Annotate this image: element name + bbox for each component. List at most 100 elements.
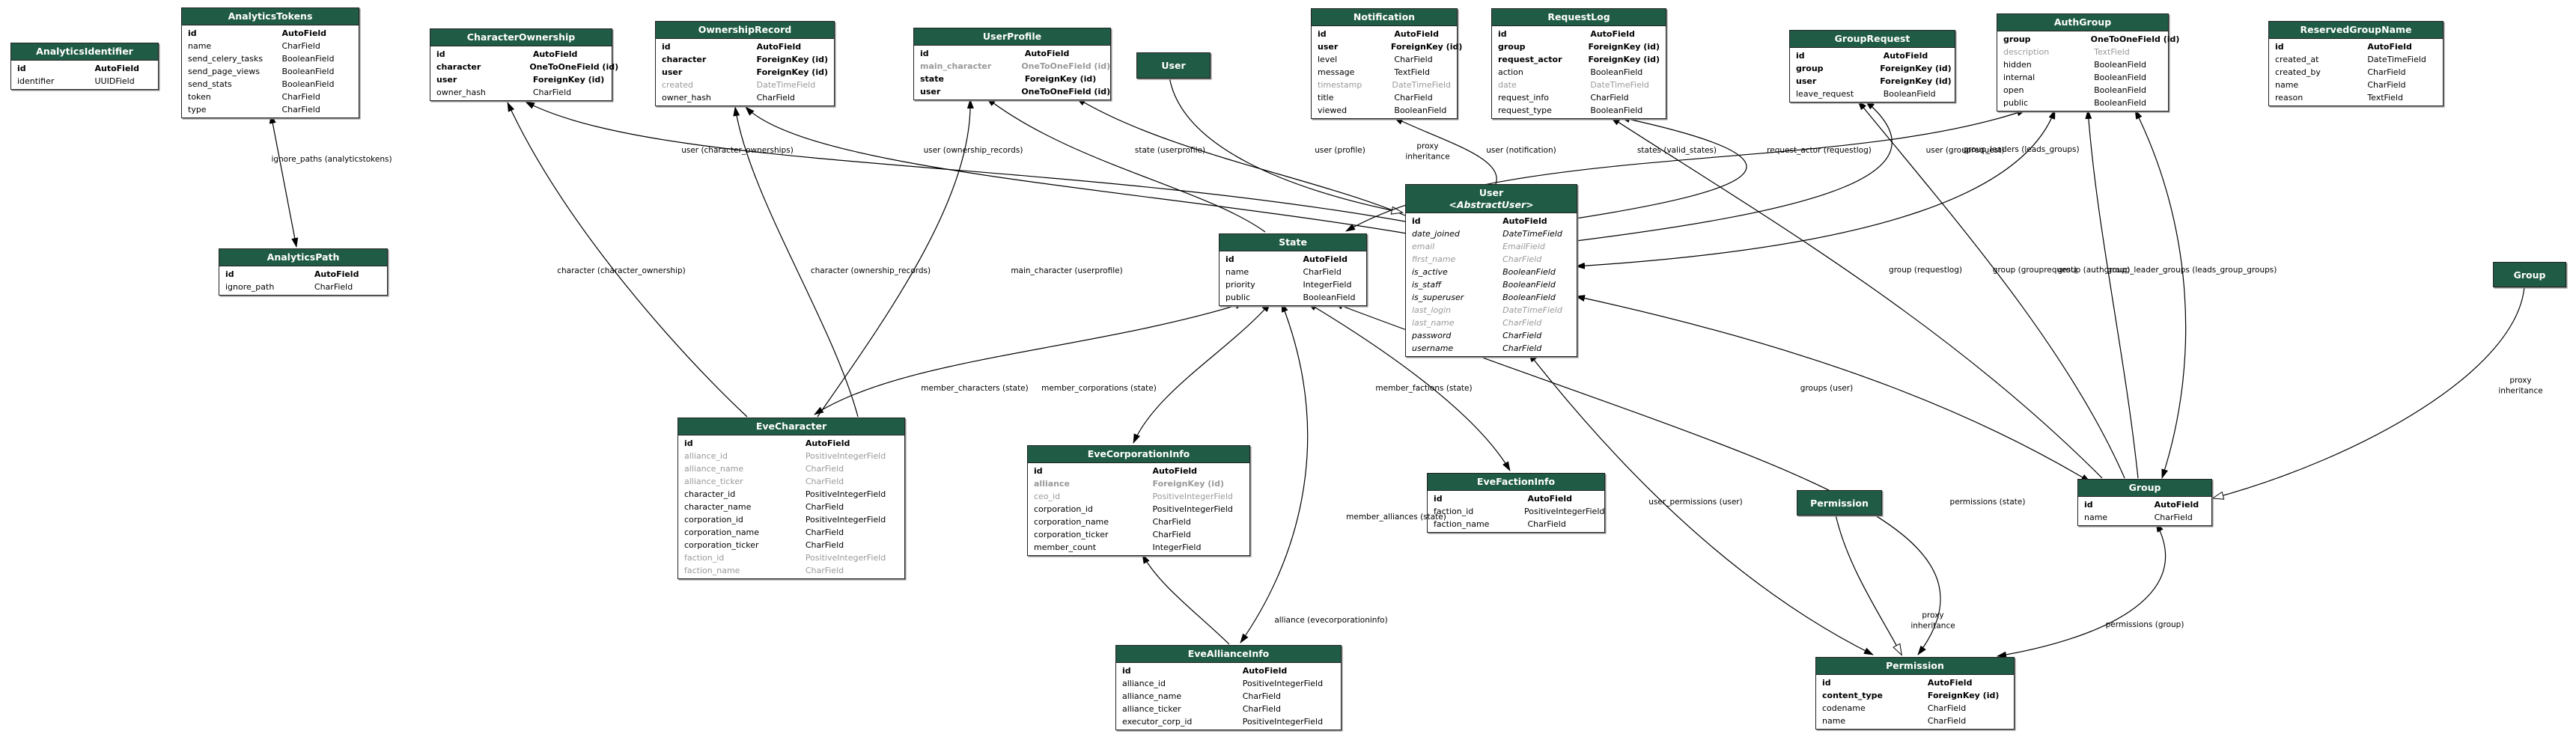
field-type: CharField [1502,331,1542,341]
table-name: Permission [1886,660,1944,671]
field-name: id [1434,493,1443,504]
field-name: priority [1225,279,1255,290]
field-type: CharField [756,92,795,103]
field-type: BooleanField [1883,88,1936,99]
field-type: BooleanField [2094,97,2147,108]
field-name: corporation_name [684,527,760,537]
edge-label: ignore_paths (analyticstokens) [271,155,392,165]
field-name: name [188,40,212,51]
proxy-model-group-proxy: Group [2493,262,2566,287]
field-name: username [1412,343,1454,354]
table-name: AnalyticsPath [267,251,340,263]
field-name: is_superuser [1412,293,1464,303]
relation-edge [814,302,1245,415]
relation-edge [1333,302,1941,655]
field-name: open [2003,85,2024,95]
field-type: ForeignKey (id) [1880,76,1952,86]
proxy-model-name: User [1161,60,1186,71]
table-name: EveFactionInfo [1476,476,1556,487]
edge-label: character (character_ownership) [557,266,686,276]
field-type: CharField [532,87,572,97]
field-name: user [436,74,457,85]
field-row-date: date DateTimeField [1492,79,1666,91]
table-title-evecharacter: EveCharacter [678,418,904,435]
field-type: CharField [805,565,844,575]
field-type: AutoField [2154,499,2199,510]
field-type: CharField [1394,54,1433,64]
table-name: ReservedGroupName [2300,24,2412,35]
edge-label: group (grouprequest) [1992,266,2077,275]
proxy-model-name: Group [2513,269,2546,281]
field-type: AutoField [805,438,850,448]
field-name: faction_id [684,552,725,563]
field-type: DateTimeField [1590,79,1649,90]
field-type: CharField [314,281,353,292]
field-name: user [1318,41,1339,52]
relation-edge [1142,554,1230,645]
table-name: RequestLog [1547,11,1610,22]
field-type: PositiveIntegerField [805,450,886,461]
table-name: EveAllianceInfo [1187,648,1270,659]
field-name: corporation_name [1034,516,1109,527]
field-name: internal [2003,72,2035,82]
edge-label: main_character (userprofile) [1011,266,1123,276]
field-type: AutoField [1303,254,1348,264]
field-type: TextField [2367,92,2403,103]
field-type: PositiveIntegerField [1242,678,1324,688]
edge-label: request_actor (requestlog) [1767,146,1872,156]
field-name: id [1498,28,1507,39]
field-type: EmailField [1502,242,1545,252]
relation-edge [1610,117,2103,479]
field-name: character [436,61,481,72]
field-name: date_joined [1412,229,1460,239]
table-name: AnalyticsIdentifier [36,46,133,57]
relation-edge [817,99,974,418]
field-name: alliance_id [684,450,728,461]
table-name: AuthGroup [2053,16,2112,28]
field-name: date [1498,79,1517,90]
field-type: AutoField [1927,677,1973,688]
field-name: id [662,41,671,52]
field-name: id [1318,28,1327,39]
field-type: DateTimeField [756,79,816,90]
table-name: CharacterOwnership [466,31,576,43]
relation-edge [2085,109,2139,479]
table-name: User [1479,187,1504,198]
field-name: id [1122,665,1131,676]
field-type: ForeignKey (id) [1927,690,2000,700]
field-type: BooleanField [281,66,335,76]
field-type: IntegerField [1152,542,1202,552]
field-type: DateTimeField [1502,229,1562,239]
table-title-eveallianceinfo: EveAllianceInfo [1116,646,1341,663]
field-type: BooleanField [2094,72,2147,82]
field-name: token [188,91,211,102]
